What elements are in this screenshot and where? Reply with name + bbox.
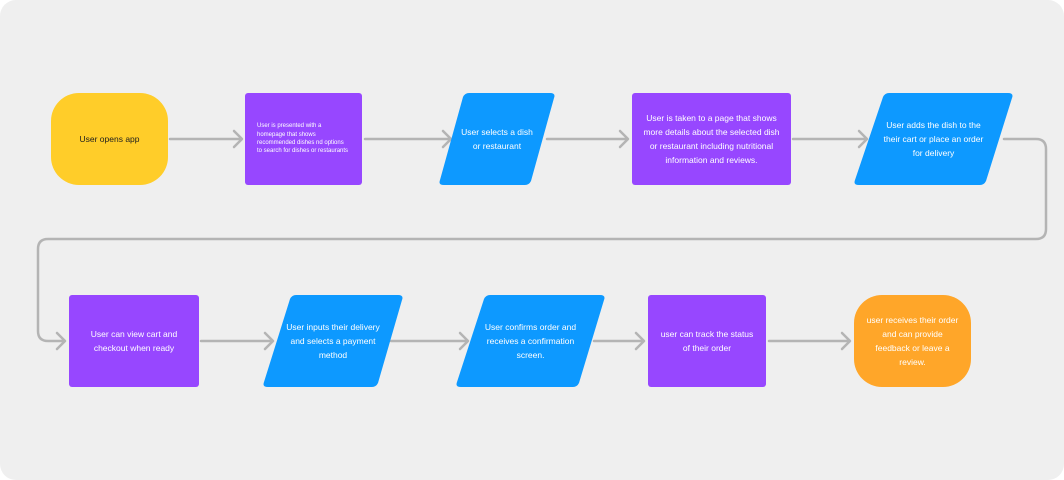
process-node-details-text: User is taken to a page that shows more … [643,113,780,165]
process-node-track[interactable]: user can track the status of their order [648,295,766,387]
connector-8-9 [592,331,646,351]
parallelogram-shape [854,93,1013,185]
io-node-payment-text: User inputs their delivery and selects a… [286,322,380,360]
process-node-view-cart-text: User can view cart and checkout when rea… [90,329,178,353]
end-shape [854,295,971,387]
process-node-details[interactable]: User is taken to a page that shows more … [632,93,791,185]
process-node-track-text: user can track the status of their order [660,329,754,353]
parallelogram-shape [263,295,403,387]
process-node-homepage[interactable]: User is presented with a homepage that s… [245,93,362,185]
connector-7-8 [389,331,470,351]
connector-4-5 [791,129,869,149]
connector-2-3 [363,129,453,149]
start-node-text: User opens app [79,134,140,144]
end-node[interactable]: user receives their order and can provid… [854,295,971,387]
parallelogram-shape [456,295,605,387]
io-node-add-to-cart[interactable]: User adds the dish to the their cart or … [853,93,1014,185]
io-node-payment[interactable]: User inputs their delivery and selects a… [262,295,404,387]
process-shape [69,295,199,387]
io-node-select-dish-text: User selects a dish or restaurant [461,127,533,151]
process-shape [632,93,791,185]
connector-9-10 [767,331,852,351]
process-shape [648,295,766,387]
process-node-view-cart[interactable]: User can view cart and checkout when rea… [69,295,199,387]
io-node-confirm-text: User confirms order and receives a confi… [484,322,577,360]
connector-6-7 [199,331,275,351]
io-node-add-to-cart-text: User adds the dish to the their cart or … [883,120,984,158]
start-shape [51,93,168,185]
connector-5-6 [36,137,1048,351]
connectors [36,129,1048,351]
connector-1-2 [168,129,244,149]
io-node-select-dish[interactable]: User selects a dish or restaurant [438,93,556,185]
process-node-homepage-text: User is presented with a homepage that s… [257,123,349,155]
start-node[interactable]: User opens app [51,93,168,185]
io-node-confirm[interactable]: User confirms order and receives a confi… [455,295,606,387]
parallelogram-shape [439,93,555,185]
end-node-text: user receives their order and can provid… [866,315,959,367]
connector-3-4 [545,129,630,149]
process-shape [245,93,362,185]
